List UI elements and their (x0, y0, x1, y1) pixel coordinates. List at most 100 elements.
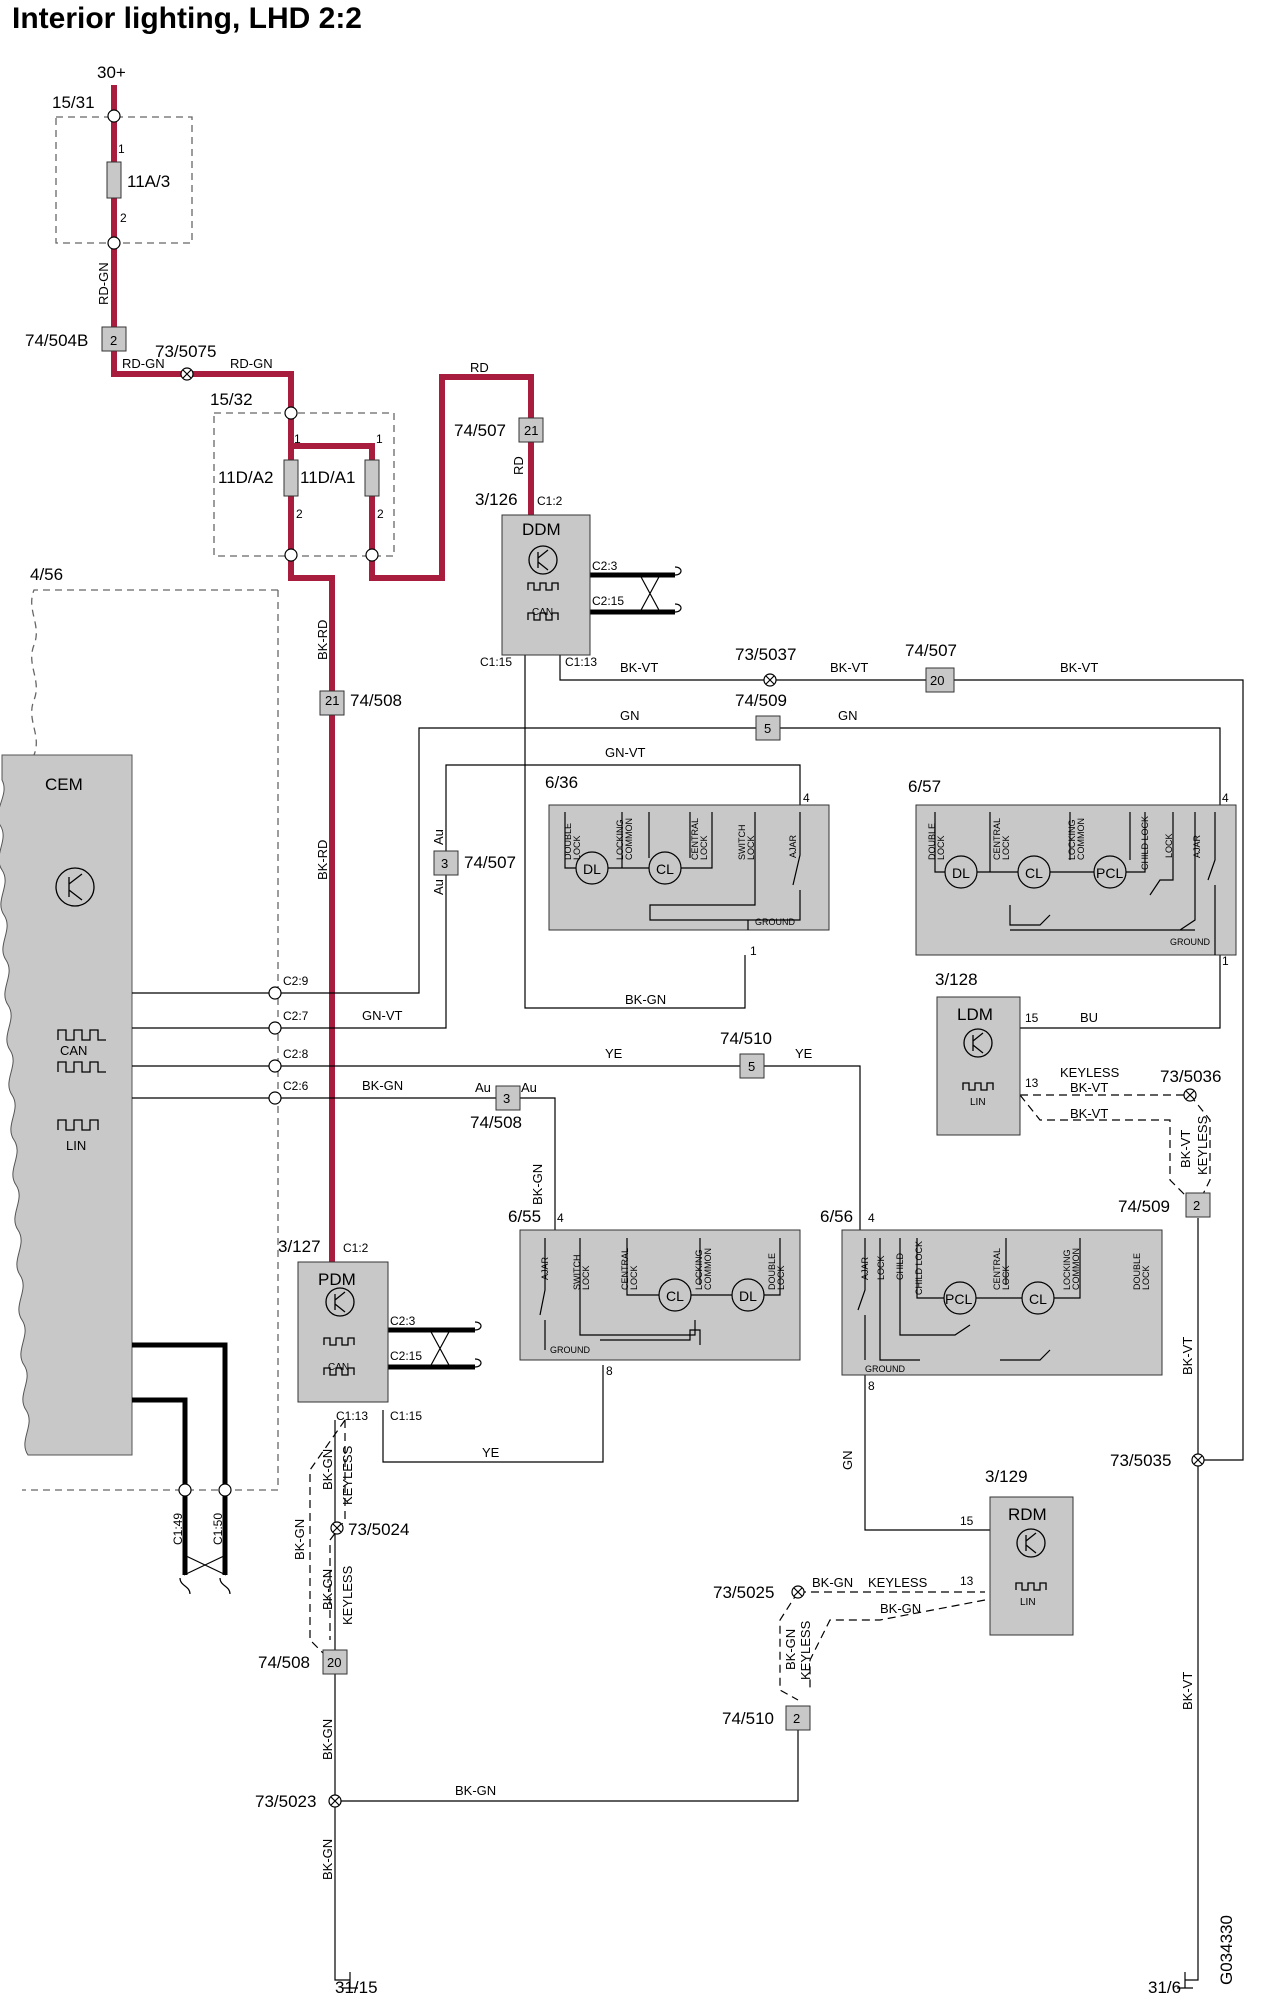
label-wire: KEYLESS (340, 1445, 355, 1505)
label-lock: LOCK (1001, 1265, 1011, 1290)
label-lock: LOCK (572, 835, 582, 860)
label-74-507-a: 74/507 (454, 421, 506, 440)
label-wire: BK-GN (880, 1601, 921, 1616)
label-pin: 13 (1025, 1076, 1039, 1090)
label-lock-657: 6/57 (908, 777, 941, 796)
label-wire: BK-VT (620, 660, 658, 675)
pin-c149 (178, 1483, 192, 1497)
splice-73-5036 (1183, 1088, 1197, 1102)
label-fusebox-1531: 15/31 (52, 93, 95, 112)
label-child-lock: CHILD LOCK (1140, 816, 1150, 870)
label-ground: GROUND (865, 1364, 905, 1374)
cem-enclosure-top (31, 589, 278, 770)
keyless-to-74509 (1189, 1094, 1211, 1201)
label-wire: GN-VT (362, 1008, 403, 1023)
label-locking: LOCKING (694, 1249, 704, 1290)
label-pin: C1:13 (336, 1409, 368, 1423)
label-doc-id: G034330 (1217, 1915, 1236, 1985)
splice-73-5024 (330, 1521, 344, 1535)
label-wire: BU (1080, 1010, 1098, 1025)
label-wire: BK-VT (1070, 1106, 1108, 1121)
power-wires (111, 85, 534, 1262)
label-pin: C2:3 (592, 559, 618, 573)
label-pin: 2 (1193, 1198, 1200, 1213)
label-wire: BK-GN (783, 1629, 798, 1670)
label-child-lock: CHILD LOCK (914, 1241, 924, 1295)
label-central: CENTRAL (690, 818, 700, 860)
label-ground: GROUND (1170, 937, 1210, 947)
label-pin: 21 (524, 423, 538, 438)
label-wire: YE (795, 1046, 813, 1061)
label-dl: DL (739, 1288, 757, 1304)
label-pin: C1:49 (171, 1513, 185, 1545)
fusebox-1532-outline (213, 412, 395, 557)
label-common: COMMON (1071, 1248, 1081, 1290)
label-wire: BK-VT (1070, 1080, 1108, 1095)
label-fusebox-1532: 15/32 (210, 390, 253, 409)
lock-656-internals (857, 1238, 1081, 1361)
label-pin: 15 (1025, 1011, 1039, 1025)
wire-rd-gn (111, 243, 294, 413)
lock-657-internals (934, 812, 1216, 955)
label-wire: RD-GN (96, 262, 111, 305)
lock-636-internals (564, 812, 801, 930)
label-pin: 15 (960, 1514, 974, 1528)
label-pin: C1:2 (343, 1241, 369, 1255)
label-wire: BK-RD (315, 620, 330, 660)
conn-74-510-a (739, 1053, 765, 1079)
label-wire: BK-VT (1178, 1130, 1193, 1168)
pdm-keyless-a (309, 1419, 346, 1661)
label-pin: 5 (748, 1059, 755, 1074)
label-cem-name: CEM (45, 775, 83, 794)
label-lock: LOCK (876, 1255, 886, 1280)
label-pin: 4 (1222, 791, 1229, 805)
conn-74-508-b (495, 1085, 521, 1111)
label-ground-316: 31/6 (1148, 1978, 1181, 1997)
label-73-5024: 73/5024 (348, 1520, 409, 1539)
conn-74-509-a (755, 715, 781, 741)
label-ajar: AJAR (860, 1256, 870, 1280)
label-ground: GROUND (755, 917, 795, 927)
label-rdm-ref: 3/129 (985, 1467, 1028, 1486)
wire-bk-gn-c115 (524, 655, 746, 1009)
label-pin: C1:15 (480, 655, 512, 669)
label-wire: BK-GN (812, 1575, 853, 1590)
label-30plus: 30+ (97, 63, 126, 82)
pin-1531-out (107, 236, 121, 250)
twist-cem (183, 1554, 227, 1576)
conn-74-507-a (518, 417, 544, 443)
wire-gn-c29 (132, 727, 1221, 994)
label-73-5036: 73/5036 (1160, 1067, 1221, 1086)
wire-bk-rd-pdm (288, 555, 335, 1262)
label-pin: 3 (503, 1091, 510, 1106)
label-wire: Au (521, 1080, 537, 1095)
can-waveform-icon (57, 1029, 106, 1073)
label-common: COMMON (1076, 818, 1086, 860)
label-dl: DL (583, 861, 601, 877)
label-wire: BK-GN (530, 1164, 545, 1205)
label-wire: GN (620, 708, 640, 723)
label-lock: LOCK (776, 1265, 786, 1290)
label-locking: LOCKING (615, 819, 625, 860)
vertical-labels: RD-GN RD BK-RD BK-RD Au Au BK-GN GN BK-V… (96, 262, 1236, 1985)
fuse-11da1 (364, 459, 380, 497)
label-pin: 2 (110, 333, 117, 348)
wire-ye-pdm (382, 1365, 604, 1463)
label-pin: 3 (441, 856, 448, 871)
label-lock-636: 6/36 (545, 773, 578, 792)
label-pin: 2 (377, 507, 384, 521)
label-pdm-ref: 3/127 (278, 1237, 321, 1256)
cem-enclosure-side (22, 590, 279, 1491)
label-lock: LOCK (1141, 1265, 1151, 1290)
ground-icon (342, 1972, 358, 1989)
label-pin: C2:15 (390, 1349, 422, 1363)
label-lock: LOCK (581, 1265, 591, 1290)
pin-1532-in (284, 406, 298, 420)
label-pin: 1 (1222, 954, 1229, 968)
cem-lead-ends (179, 1577, 231, 1595)
pin-1531-in (107, 109, 121, 123)
ldm-keyless-return (1019, 1094, 1191, 1201)
fuses (106, 161, 380, 497)
lock-component-labels: DOUBLE LOCK LOCKING COMMON CENTRAL LOCK … (540, 816, 1210, 1374)
label-can: CAN (328, 1362, 349, 1373)
